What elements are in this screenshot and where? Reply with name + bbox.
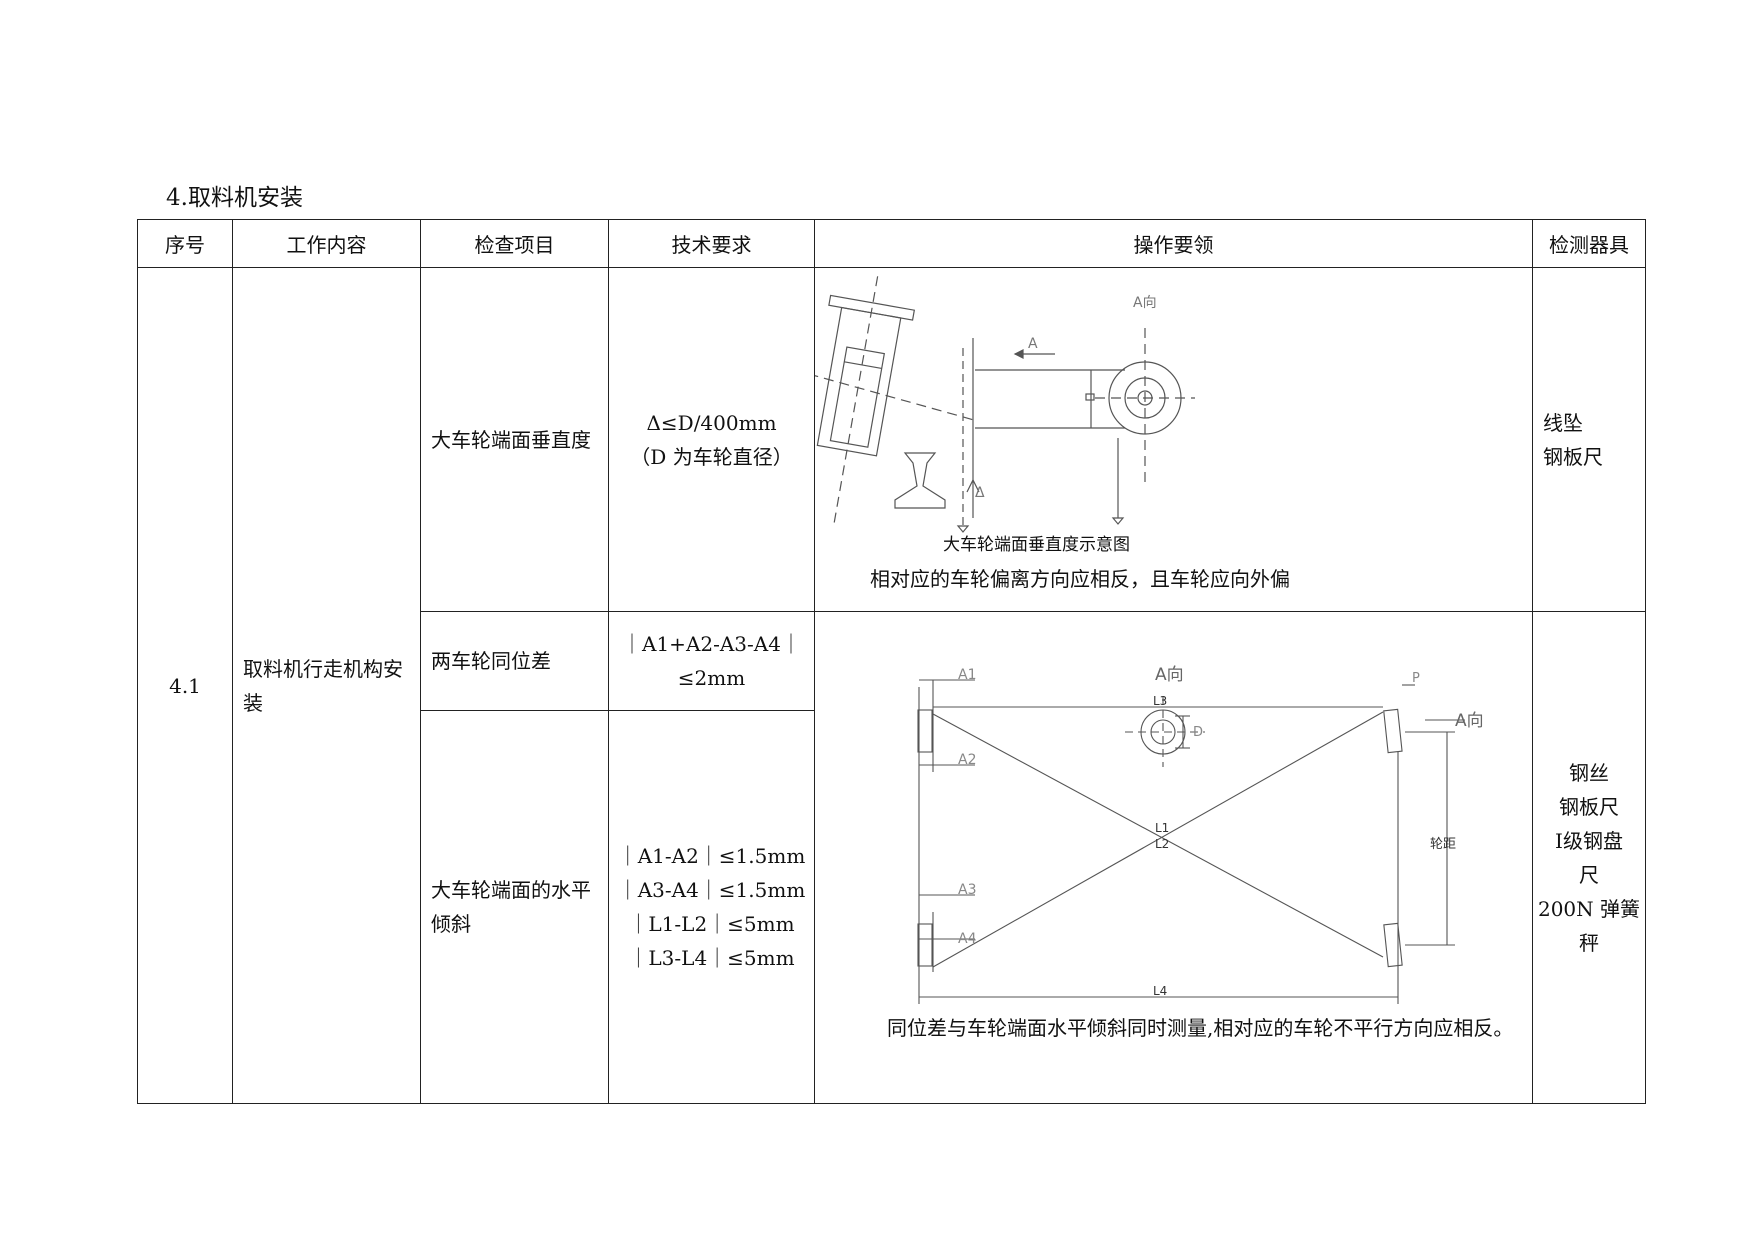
label-a1: A1 [958, 667, 976, 683]
table-header-row: 序号 工作内容 检查项目 技术要求 操作要领 检测器具 [137, 219, 1646, 268]
wheel-rear-left [917, 923, 933, 967]
method-note-horizontal: 同位差与车轮端面水平倾斜同时测量,相对应的车轮不平行方向应相反。 [887, 1016, 1514, 1040]
horizontal-tilt-diagram: A1 A2 A3 A4 A向 A向 L3 L4 L1 L2 D P 轮距 [917, 665, 1484, 1004]
label-a3: A3 [958, 882, 976, 898]
requirement-line: ｜A1-A2｜≤1.5mm [617, 844, 806, 868]
tools-cell-horizontal: 钢丝 钢板尺 Ⅰ级钢盘 尺 200N 弹簧 秤 [1532, 611, 1646, 1104]
diagonal-l1 [932, 713, 1384, 958]
diagonal-l2 [932, 711, 1384, 968]
header-requirement: 技术要求 [608, 219, 815, 268]
wheel-centerline [815, 364, 977, 422]
rail-profile [894, 452, 946, 509]
header-method: 操作要领 [814, 219, 1533, 268]
tool-item: 200N 弹簧 [1537, 896, 1641, 921]
label-a4: A4 [958, 931, 977, 947]
label-p: P [1412, 671, 1420, 686]
table-row: 4.1 取料机行走机构安装 大车轮端面垂直度 Δ≤D/400mm （D 为车轮直… [137, 267, 1646, 1104]
tool-item: Ⅰ级钢盘 [1555, 828, 1623, 853]
method-cell-horizontal: A1 A2 A3 A4 A向 A向 L3 L4 L1 L2 D P 轮距 同位差… [814, 611, 1533, 1104]
table-row: 两车轮同位差 ｜A1+A2-A3-A4｜ ≤2mm [138, 611, 1646, 1104]
check-item-horizontal-tilt: 大车轮端面的水平倾斜 [420, 710, 609, 1104]
tools-cell-verticality: 线坠 钢板尺 [1532, 267, 1646, 612]
diagram-caption: 大车轮端面垂直度示意图 [943, 535, 1130, 555]
label-d: D [1193, 725, 1203, 740]
label-a-direction-top: A向 [1155, 665, 1184, 685]
diagram-label-a-direction: A向 [1133, 295, 1157, 311]
check-item-verticality: 大车轮端面垂直度 [420, 267, 609, 612]
wheel-front-right [1383, 708, 1403, 754]
tool-item: 钢丝 [1569, 760, 1609, 785]
method-cell-verticality: A向 A Δ 大车轮端面垂直度示意图 相对应的车轮偏离方向应相反，且车轮应向外偏 [814, 267, 1533, 612]
seq-cell: 4.1 [137, 267, 233, 1104]
label-a-direction-right: A向 [1455, 711, 1484, 731]
label-l1: L1 [1155, 821, 1169, 835]
label-track-gauge: 轮距 [1430, 837, 1456, 852]
label-a2: A2 [958, 752, 976, 768]
requirement-position-difference: ｜A1+A2-A3-A4｜ ≤2mm [608, 611, 815, 711]
requirement-horizontal-tilt: ｜A1-A2｜≤1.5mm ｜A3-A4｜≤1.5mm ｜L1-L2｜≤5mm … [608, 710, 815, 1104]
check-item-position-difference: 两车轮同位差 [420, 611, 609, 711]
header-check: 检查项目 [420, 219, 609, 268]
tool-item: 秤 [1579, 930, 1599, 955]
work-cell: 取料机行走机构安装 [232, 267, 421, 1104]
header-seq: 序号 [137, 219, 233, 268]
wheel-body [829, 346, 886, 448]
requirement-line: Δ≤D/400mm [646, 410, 777, 435]
requirement-line: ｜A1+A2-A3-A4｜ [622, 632, 801, 656]
wheel-front-left [917, 709, 933, 753]
inspection-table: 序号 工作内容 检查项目 技术要求 操作要领 检测器具 4.1 取料机行走机构安… [137, 219, 1646, 1104]
label-l2: L2 [1155, 837, 1169, 851]
requirement-line: ≤2mm [677, 666, 746, 690]
tool-item: 尺 [1579, 862, 1599, 887]
diagram-label-delta: Δ [975, 485, 985, 501]
wheel-rear-right [1383, 922, 1403, 968]
verticality-diagram: A向 A Δ 大车轮端面垂直度示意图 相对应的车轮偏离方向应相反，且车轮应向外偏 [815, 276, 1290, 591]
wheel-frame [816, 306, 902, 457]
requirement-line: （D 为车轮直径） [630, 444, 793, 469]
requirement-line: ｜L1-L2｜≤5mm [628, 912, 795, 936]
tool-item: 线坠 [1543, 410, 1583, 435]
requirement-line: ｜A3-A4｜≤1.5mm [617, 878, 806, 902]
requirement-line: ｜L3-L4｜≤5mm [628, 946, 795, 970]
tool-item: 钢板尺 [1559, 794, 1619, 819]
tool-item: 钢板尺 [1543, 444, 1603, 469]
label-l3: L3 [1153, 694, 1167, 708]
label-l4: L4 [1153, 984, 1167, 998]
section-title: 4.取料机安装 [166, 185, 303, 211]
header-work: 工作内容 [232, 219, 421, 268]
diagram-label-arrow-a: A [1028, 336, 1038, 352]
method-note-verticality: 相对应的车轮偏离方向应相反，且车轮应向外偏 [870, 567, 1290, 591]
requirement-verticality: Δ≤D/400mm （D 为车轮直径） [608, 267, 815, 612]
header-tools: 检测器具 [1532, 219, 1646, 268]
